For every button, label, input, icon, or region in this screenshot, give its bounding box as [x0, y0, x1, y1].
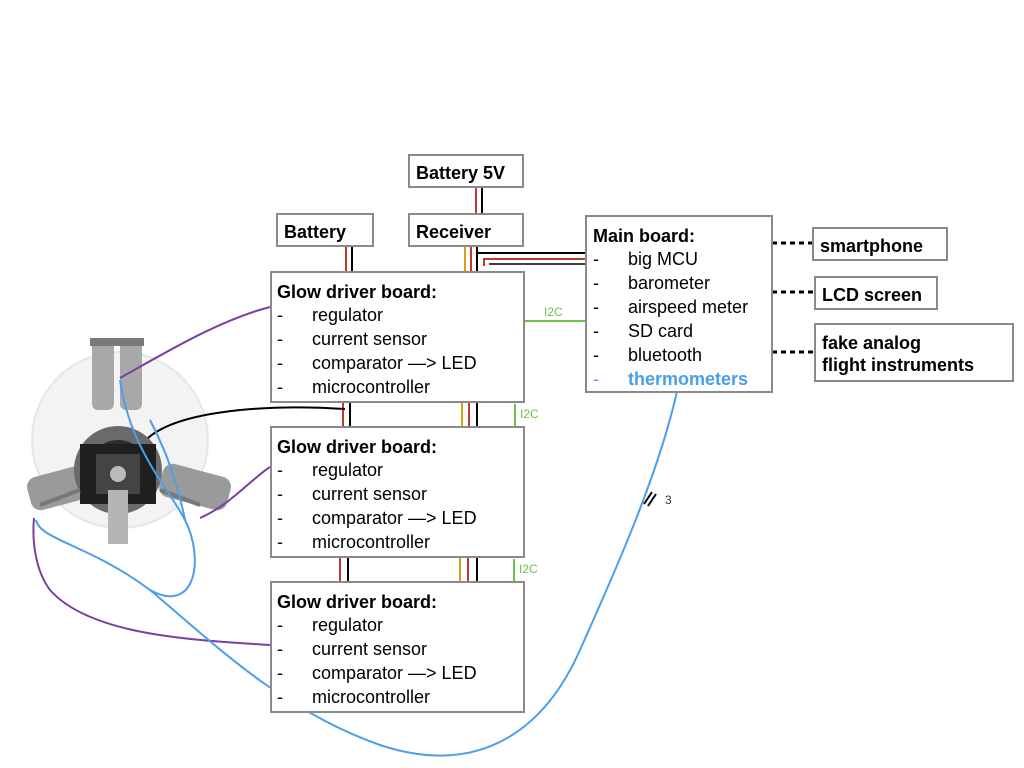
main-board-title: Main board: — [593, 226, 695, 246]
receiver-label: Receiver — [416, 222, 492, 242]
list-item-thermometers: -thermometers — [593, 369, 749, 389]
board-title: Glow driver board: — [277, 282, 438, 302]
i2c-label: I2C — [519, 562, 538, 576]
list-item: -barometer — [593, 273, 711, 293]
list-item: -microcontroller — [277, 377, 431, 397]
list-item: -current sensor — [277, 484, 428, 504]
battery-label: Battery — [284, 222, 347, 242]
lcd-screen-box: LCD screen — [814, 276, 938, 310]
wire-glowplug-3 — [32, 517, 271, 646]
list-item: -current sensor — [277, 329, 428, 349]
list-item: -bluetooth — [593, 345, 703, 365]
glow-driver-board-2: Glow driver board: -regulator -current s… — [270, 426, 525, 558]
radial-engine-illustration — [27, 338, 231, 544]
list-item: -regulator — [277, 305, 384, 325]
list-item: -microcontroller — [277, 687, 431, 707]
lcd-screen-label: LCD screen — [822, 285, 923, 305]
board-title: Glow driver board: — [277, 437, 438, 457]
main-board: Main board: -big MCU -barometer -airspee… — [585, 215, 773, 393]
list-item: -comparator —> LED — [277, 663, 477, 683]
glow-driver-board-3: Glow driver board: -regulator -current s… — [270, 581, 525, 713]
flight-instruments-box: fake analog flight instruments — [814, 323, 1014, 382]
list-item: -microcontroller — [277, 532, 431, 552]
battery-box: Battery — [276, 213, 374, 247]
flight-instruments-label-2: flight instruments — [822, 355, 974, 375]
battery-5v-label: Battery 5V — [416, 163, 506, 183]
wire-glowplug-2 — [199, 466, 271, 519]
board-title: Glow driver board: — [277, 592, 438, 612]
list-item: -big MCU — [593, 249, 699, 269]
list-item: -airspeed meter — [593, 297, 749, 317]
list-item: -current sensor — [277, 639, 428, 659]
list-item: -regulator — [277, 460, 384, 480]
battery-5v-box: Battery 5V — [408, 154, 524, 188]
i2c-label: I2C — [544, 305, 563, 319]
thermometer-count-label: 3 — [665, 493, 672, 507]
wire-thermometers — [35, 386, 679, 757]
list-item: -regulator — [277, 615, 384, 635]
smartphone-box: smartphone — [812, 227, 948, 261]
wire-glowplug-1 — [119, 306, 271, 379]
list-item: -comparator —> LED — [277, 508, 477, 528]
glow-driver-board-1: Glow driver board: -regulator -current s… — [270, 271, 525, 403]
receiver-box: Receiver — [408, 213, 524, 247]
smartphone-label: smartphone — [820, 236, 924, 256]
list-item: -comparator —> LED — [277, 353, 477, 373]
i2c-label: I2C — [520, 407, 539, 421]
list-item: -SD card — [593, 321, 694, 341]
flight-instruments-label-1: fake analog — [822, 333, 922, 353]
